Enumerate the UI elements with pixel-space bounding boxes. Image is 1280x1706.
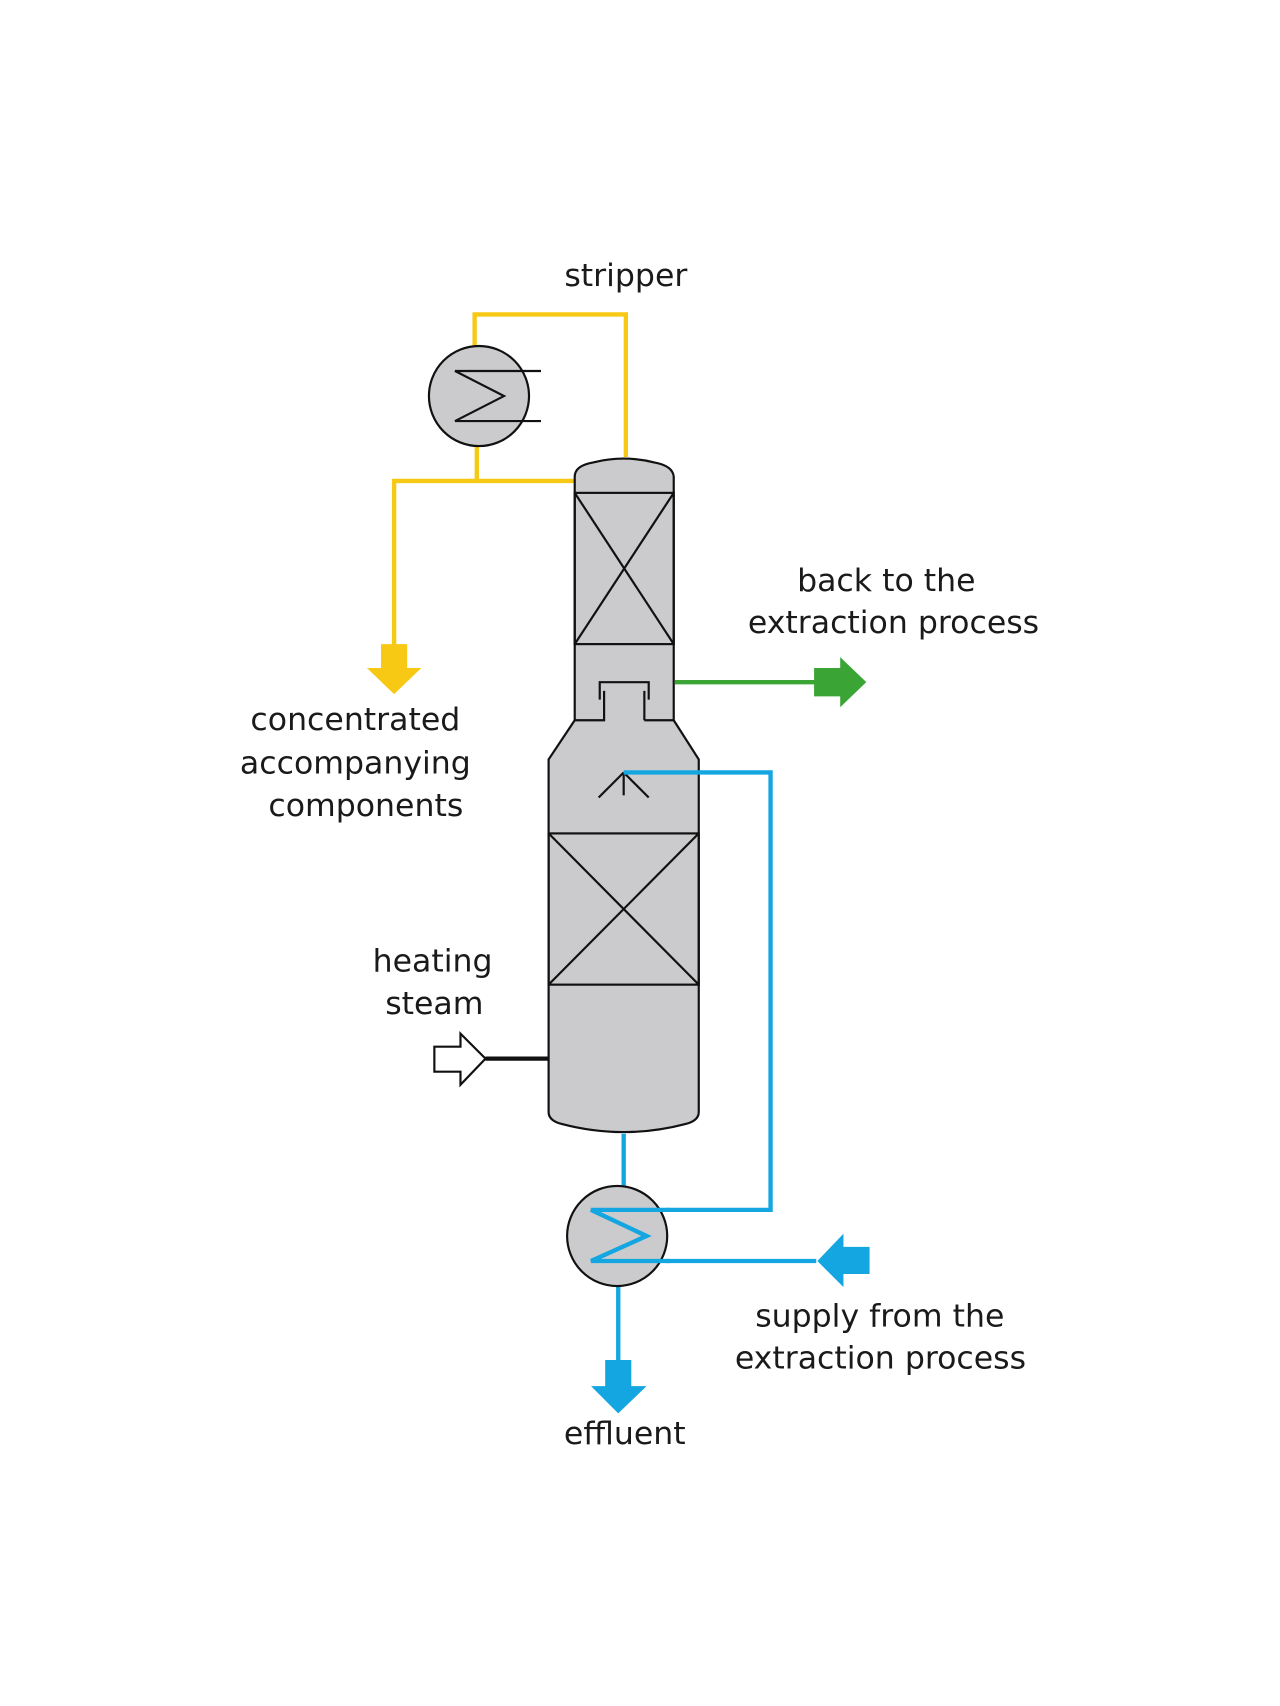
back-to-extraction-label: back to the extraction process bbox=[748, 563, 1039, 641]
preheater-shell bbox=[566, 1184, 669, 1288]
heating-steam-arrow bbox=[433, 1030, 488, 1088]
concentrated-outlet-arrow bbox=[366, 644, 422, 695]
supply-line-2: extraction process bbox=[735, 1341, 1026, 1377]
lower-packing-bed bbox=[547, 832, 700, 986]
condenser bbox=[427, 344, 541, 448]
upper-packing-bed bbox=[573, 491, 675, 646]
back-to-extraction-line-1: back to the bbox=[797, 563, 975, 599]
concentrated-line-2: accompanying bbox=[240, 746, 471, 782]
stripper-column bbox=[547, 457, 700, 1134]
condenser-shell bbox=[427, 344, 531, 448]
heating-steam-label: heating steam bbox=[373, 944, 503, 1022]
concentrated-line-3: components bbox=[268, 788, 463, 824]
overhead-piping bbox=[391, 312, 629, 649]
heating-steam-line-1: heating bbox=[373, 944, 493, 980]
reflux-line bbox=[391, 478, 575, 649]
concentrated-components-label: concentrated accompanying components bbox=[240, 702, 481, 824]
liquid-distributor-icon bbox=[597, 771, 650, 799]
supply-line-1: supply from the bbox=[755, 1298, 1004, 1334]
stripper-label: stripper bbox=[564, 258, 687, 294]
effluent-label: effluent bbox=[564, 1416, 686, 1452]
feed-preheater bbox=[566, 1184, 670, 1288]
back-to-extraction-line-2: extraction process bbox=[748, 605, 1039, 641]
concentrated-line-1: concentrated bbox=[250, 702, 460, 738]
effluent-arrow bbox=[591, 1360, 647, 1414]
overhead-vapor-line bbox=[472, 312, 629, 457]
back-to-extraction-arrow bbox=[814, 657, 867, 708]
condenser-coil-icon bbox=[454, 369, 541, 423]
preheater-coil-icon bbox=[590, 1207, 670, 1264]
heating-steam-line-2: steam bbox=[385, 986, 483, 1022]
chimney-tray bbox=[574, 690, 606, 722]
feed-piping bbox=[616, 770, 817, 1363]
supply-from-extraction-label: supply from the extraction process bbox=[735, 1298, 1026, 1376]
supply-inlet-arrow bbox=[817, 1233, 870, 1288]
